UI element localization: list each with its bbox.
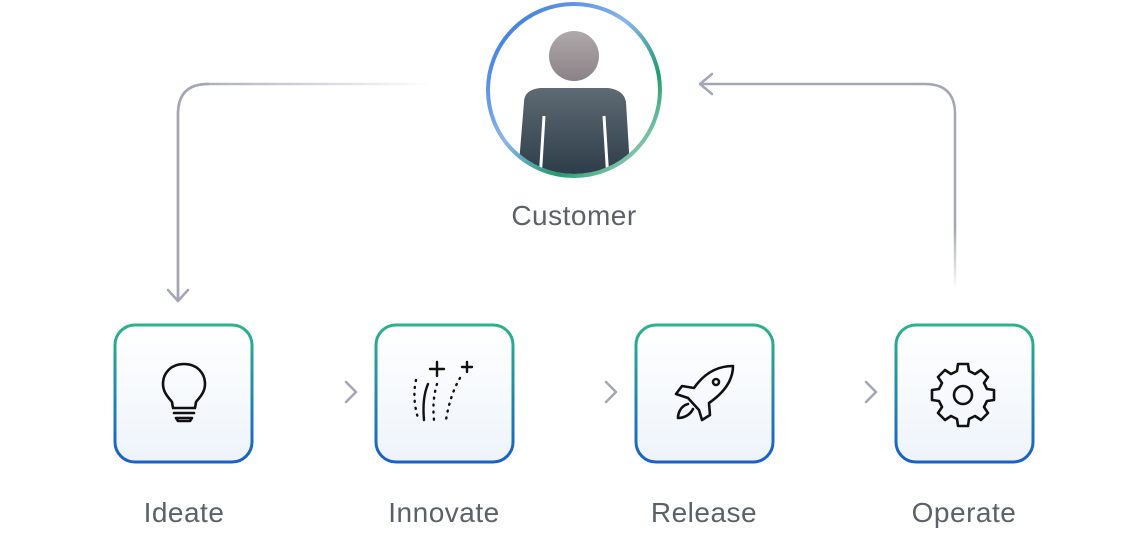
step-label-ideate: Ideate [143,497,225,528]
customer-avatar [486,2,662,178]
rocket-icon [674,364,735,422]
step-label-operate: Operate [911,497,1017,528]
arrow-ideate-to-innovate [274,380,358,404]
step-label-innovate: Innovate [388,497,500,528]
step-innovate [374,323,515,464]
sparkle-trail-icon [413,360,474,422]
customer-label: Customer [511,200,637,231]
step-release [634,323,775,464]
step-operate [894,323,1035,464]
operate-to-customer-connector [698,72,957,292]
gear-icon [930,362,996,428]
step-ideate [113,323,254,464]
lightbulb-icon [161,362,207,423]
arrow-innovate-to-release [534,380,618,404]
customer-to-ideate-connector [166,82,434,303]
step-label-release: Release [650,497,758,528]
arrow-release-to-operate [794,380,878,404]
